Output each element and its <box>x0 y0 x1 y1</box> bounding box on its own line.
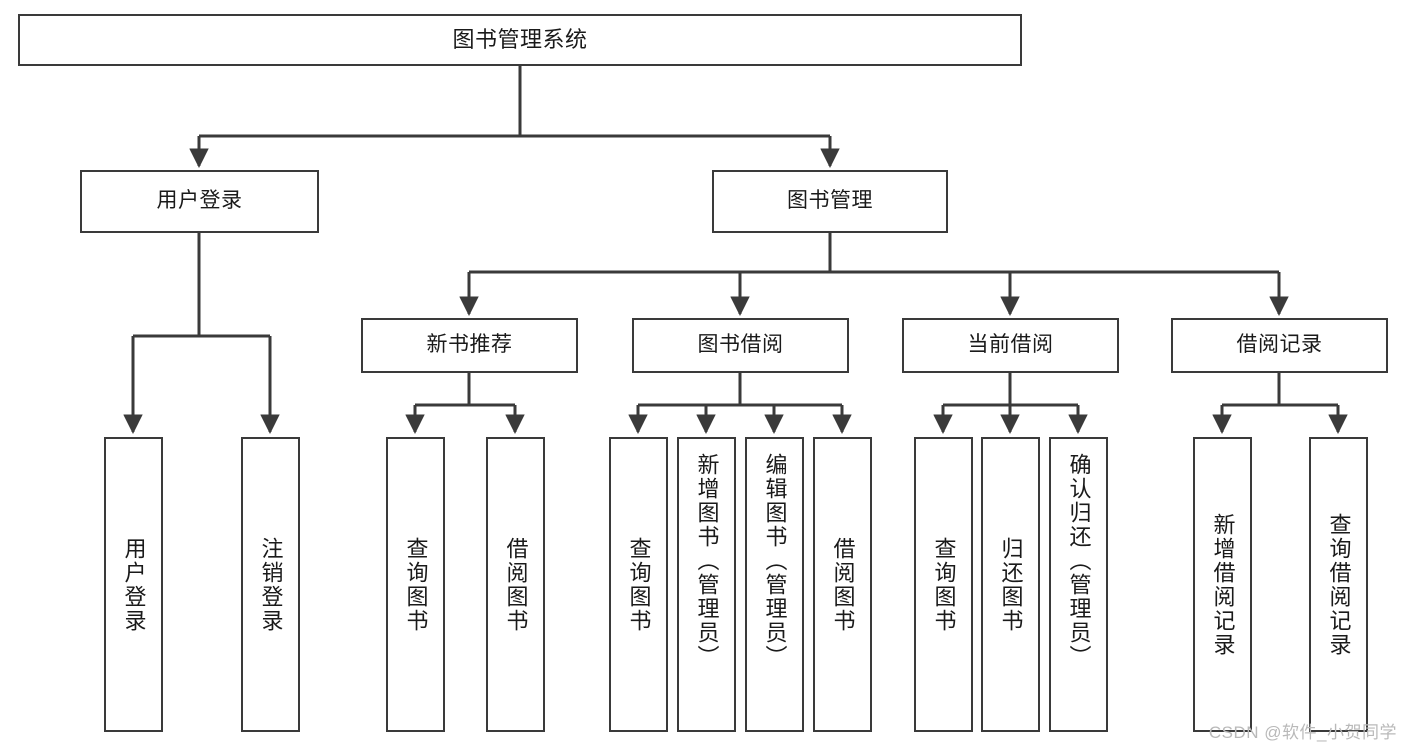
node-label: 查询图书 <box>403 536 429 633</box>
leaf-book-borrow-edit[interactable]: 编辑图书（管理员） <box>745 437 804 732</box>
node-label: 归还图书 <box>998 536 1024 633</box>
node-root-system[interactable]: 图书管理系统 <box>18 14 1022 66</box>
node-label: 编辑图书（管理员） <box>762 453 788 669</box>
node-book-borrow[interactable]: 图书借阅 <box>632 318 849 373</box>
leaf-new-book-query[interactable]: 查询图书 <box>386 437 445 732</box>
leaf-book-borrow-query[interactable]: 查询图书 <box>609 437 668 732</box>
leaf-borrow-record-add[interactable]: 新增借阅记录 <box>1193 437 1252 732</box>
leaf-current-borrow-confirm-return[interactable]: 确认归还（管理员） <box>1049 437 1108 732</box>
leaf-book-borrow-add[interactable]: 新增图书（管理员） <box>677 437 736 732</box>
node-label: 注销登录 <box>258 536 284 633</box>
leaf-user-login-logout[interactable]: 注销登录 <box>241 437 300 732</box>
leaf-user-login-login[interactable]: 用户登录 <box>104 437 163 732</box>
node-label: 查询图书 <box>626 536 652 633</box>
leaf-book-borrow-borrow[interactable]: 借阅图书 <box>813 437 872 732</box>
leaf-borrow-record-query[interactable]: 查询借阅记录 <box>1309 437 1368 732</box>
node-label: 图书借阅 <box>697 333 784 357</box>
node-current-borrow[interactable]: 当前借阅 <box>902 318 1119 373</box>
node-label: 确认归还（管理员） <box>1066 453 1092 669</box>
node-label: 借阅图书 <box>830 536 856 633</box>
node-label: 新增借阅记录 <box>1210 512 1236 657</box>
node-label: 查询借阅记录 <box>1326 512 1352 657</box>
node-label: 查询图书 <box>931 536 957 633</box>
node-label: 当前借阅 <box>967 333 1054 357</box>
node-user-login[interactable]: 用户登录 <box>80 170 319 233</box>
leaf-current-borrow-query[interactable]: 查询图书 <box>914 437 973 732</box>
leaf-current-borrow-return[interactable]: 归还图书 <box>981 437 1040 732</box>
node-label: 借阅记录 <box>1236 333 1323 357</box>
node-label: 借阅图书 <box>503 536 529 633</box>
watermark-text: CSDN @软件_小贺同学 <box>1208 723 1397 742</box>
node-label: 图书管理 <box>787 189 873 213</box>
leaf-new-book-borrow[interactable]: 借阅图书 <box>486 437 545 732</box>
node-label: 图书管理系统 <box>452 27 588 53</box>
node-label: 新增图书（管理员） <box>694 453 720 669</box>
node-new-book-recommend[interactable]: 新书推荐 <box>361 318 578 373</box>
node-label: 用户登录 <box>121 536 147 633</box>
node-label: 新书推荐 <box>426 333 513 357</box>
node-borrow-record[interactable]: 借阅记录 <box>1171 318 1388 373</box>
node-book-management[interactable]: 图书管理 <box>712 170 948 233</box>
node-label: 用户登录 <box>156 189 243 213</box>
